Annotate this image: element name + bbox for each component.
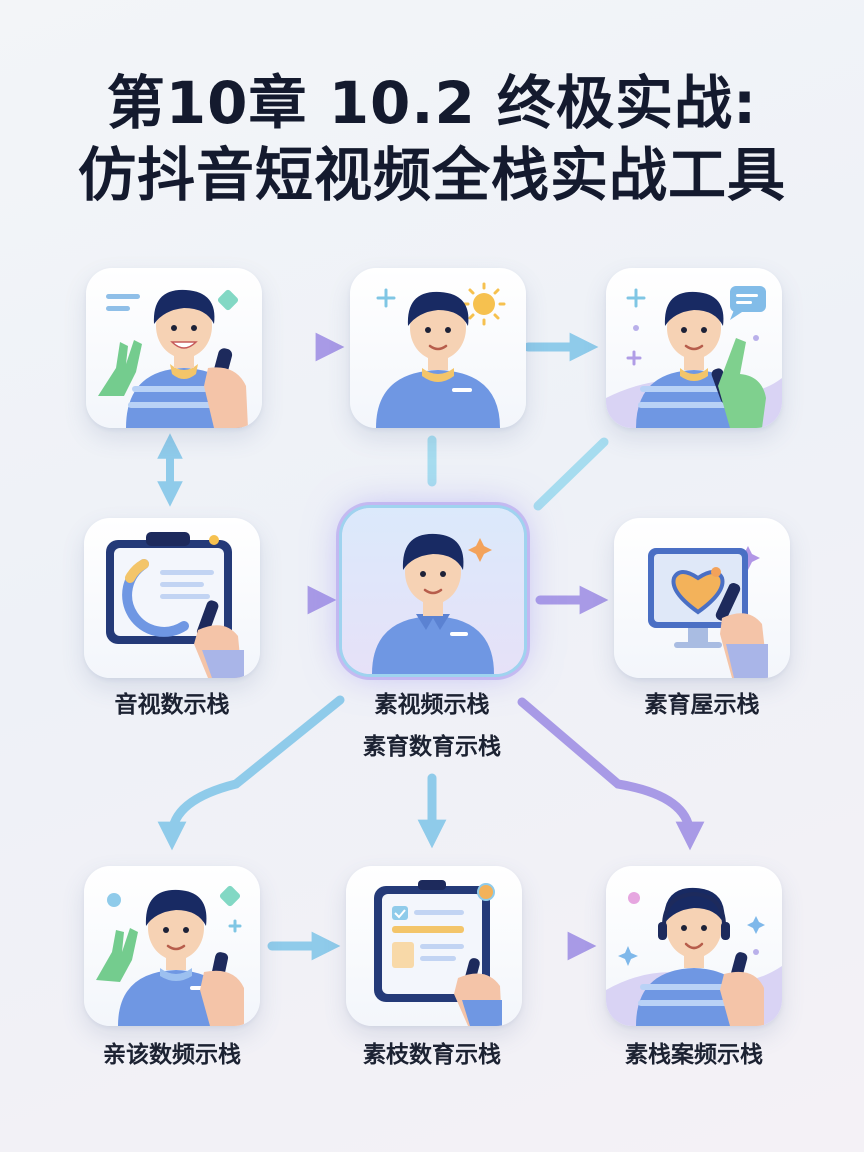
card-top-left[interactable] [86, 268, 262, 428]
monitor-heart-icon [648, 546, 768, 678]
person-waving-icon [98, 289, 248, 428]
person-presenter-icon [372, 533, 494, 674]
label-center-second: 素育数育示栈 [363, 734, 501, 760]
label-bottom-middle: 素枝数育示栈 [363, 1042, 501, 1068]
label-mid-left: 音视数示栈 [114, 692, 230, 718]
card-top-right[interactable] [606, 268, 782, 428]
label-center: 素视频示栈 [374, 692, 490, 718]
tablet-dashboard-icon [106, 532, 244, 678]
person-portrait-icon [376, 282, 506, 428]
card-top-middle[interactable] [350, 268, 526, 428]
card-mid-right[interactable] [614, 518, 790, 678]
card-bottom-middle[interactable] [346, 866, 522, 1026]
person-headset-icon [606, 887, 782, 1026]
title-line-2: 仿抖音短视频全栈实战工具 [77, 141, 786, 209]
clipboard-checklist-icon [374, 880, 502, 1026]
card-bottom-left[interactable] [84, 866, 260, 1026]
arrow-center-to-bottom-left [157, 695, 345, 851]
card-mid-left[interactable] [84, 518, 260, 678]
card-center[interactable] [342, 508, 524, 674]
label-bottom-left: 亲该数频示栈 [103, 1042, 241, 1068]
label-mid-right: 素育屋示栈 [644, 692, 760, 718]
person-gesture-icon [96, 885, 244, 1026]
card-bottom-right[interactable] [606, 866, 782, 1026]
person-chat-icon [606, 286, 782, 428]
link-top-right-to-center [533, 437, 609, 511]
title-line-1: 第10章 10.2 终极实战: [106, 69, 758, 137]
label-bottom-right: 素栈案频示栈 [625, 1042, 763, 1068]
arrow-center-to-bottom-right [517, 697, 705, 851]
